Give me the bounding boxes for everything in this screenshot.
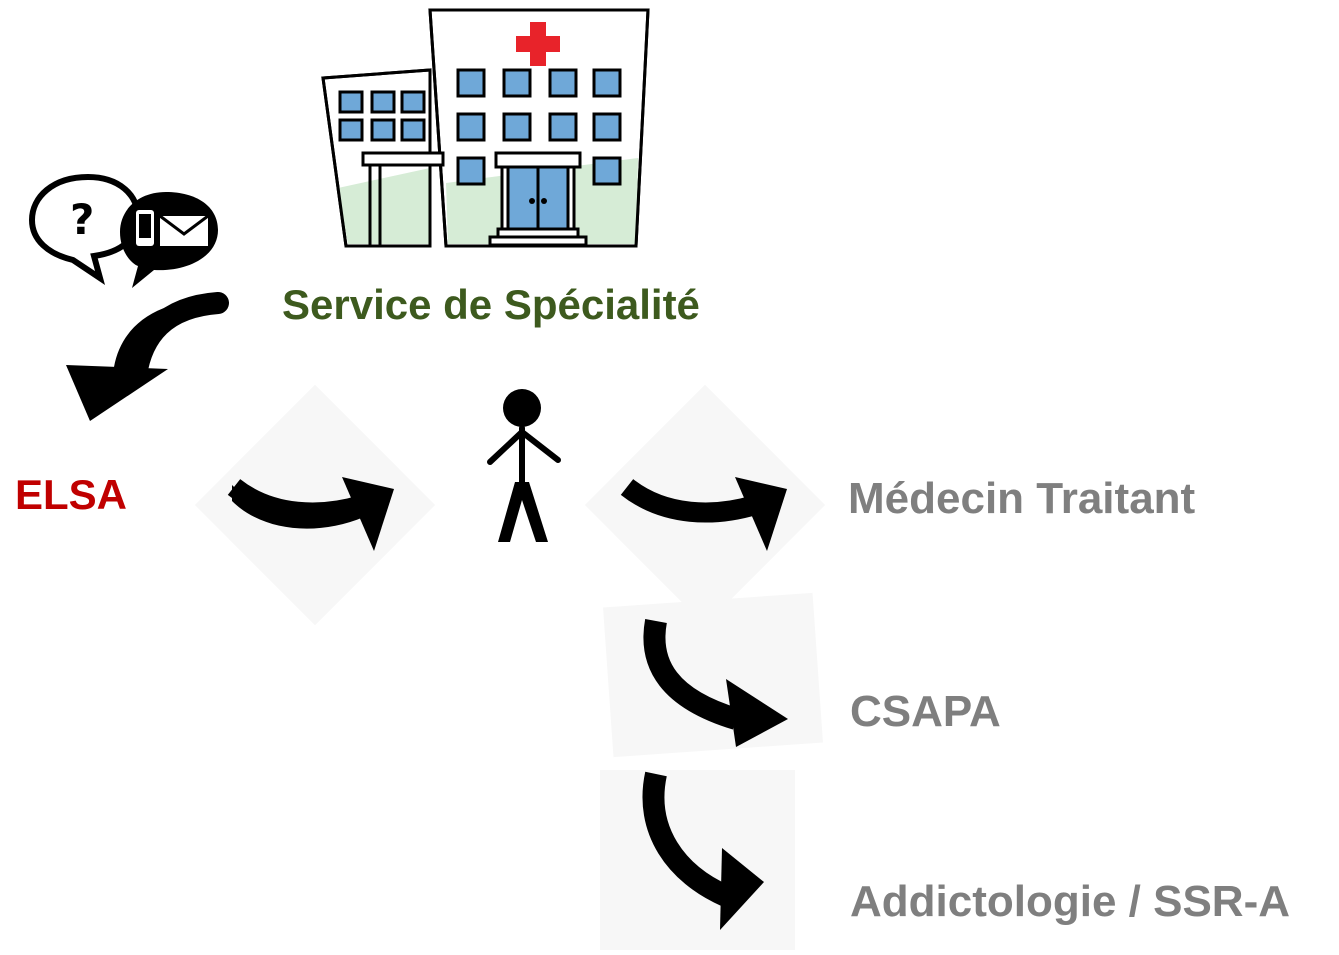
- curved-arrow-icon: [642, 771, 764, 930]
- csapa-label: CSAPA: [850, 687, 1001, 736]
- service-label: Service de Spécialité: [282, 281, 700, 328]
- elsa-label: ELSA: [15, 471, 128, 518]
- person-icon: [487, 389, 561, 542]
- curved-arrow-icon: [643, 619, 788, 747]
- question-phone-mail-icon: ?: [28, 173, 218, 288]
- medecin-traitant-label: Médecin Traitant: [848, 474, 1196, 523]
- addictologie-label: Addictologie / SSR-A: [850, 877, 1290, 926]
- arrow-backdrop: [600, 770, 795, 950]
- hospital-icon: [321, 8, 650, 248]
- curved-arrow-icon: [66, 292, 229, 421]
- svg-text:?: ?: [70, 195, 94, 244]
- curved-arrow-icon: [620, 477, 787, 551]
- curved-arrow-icon: [227, 477, 394, 551]
